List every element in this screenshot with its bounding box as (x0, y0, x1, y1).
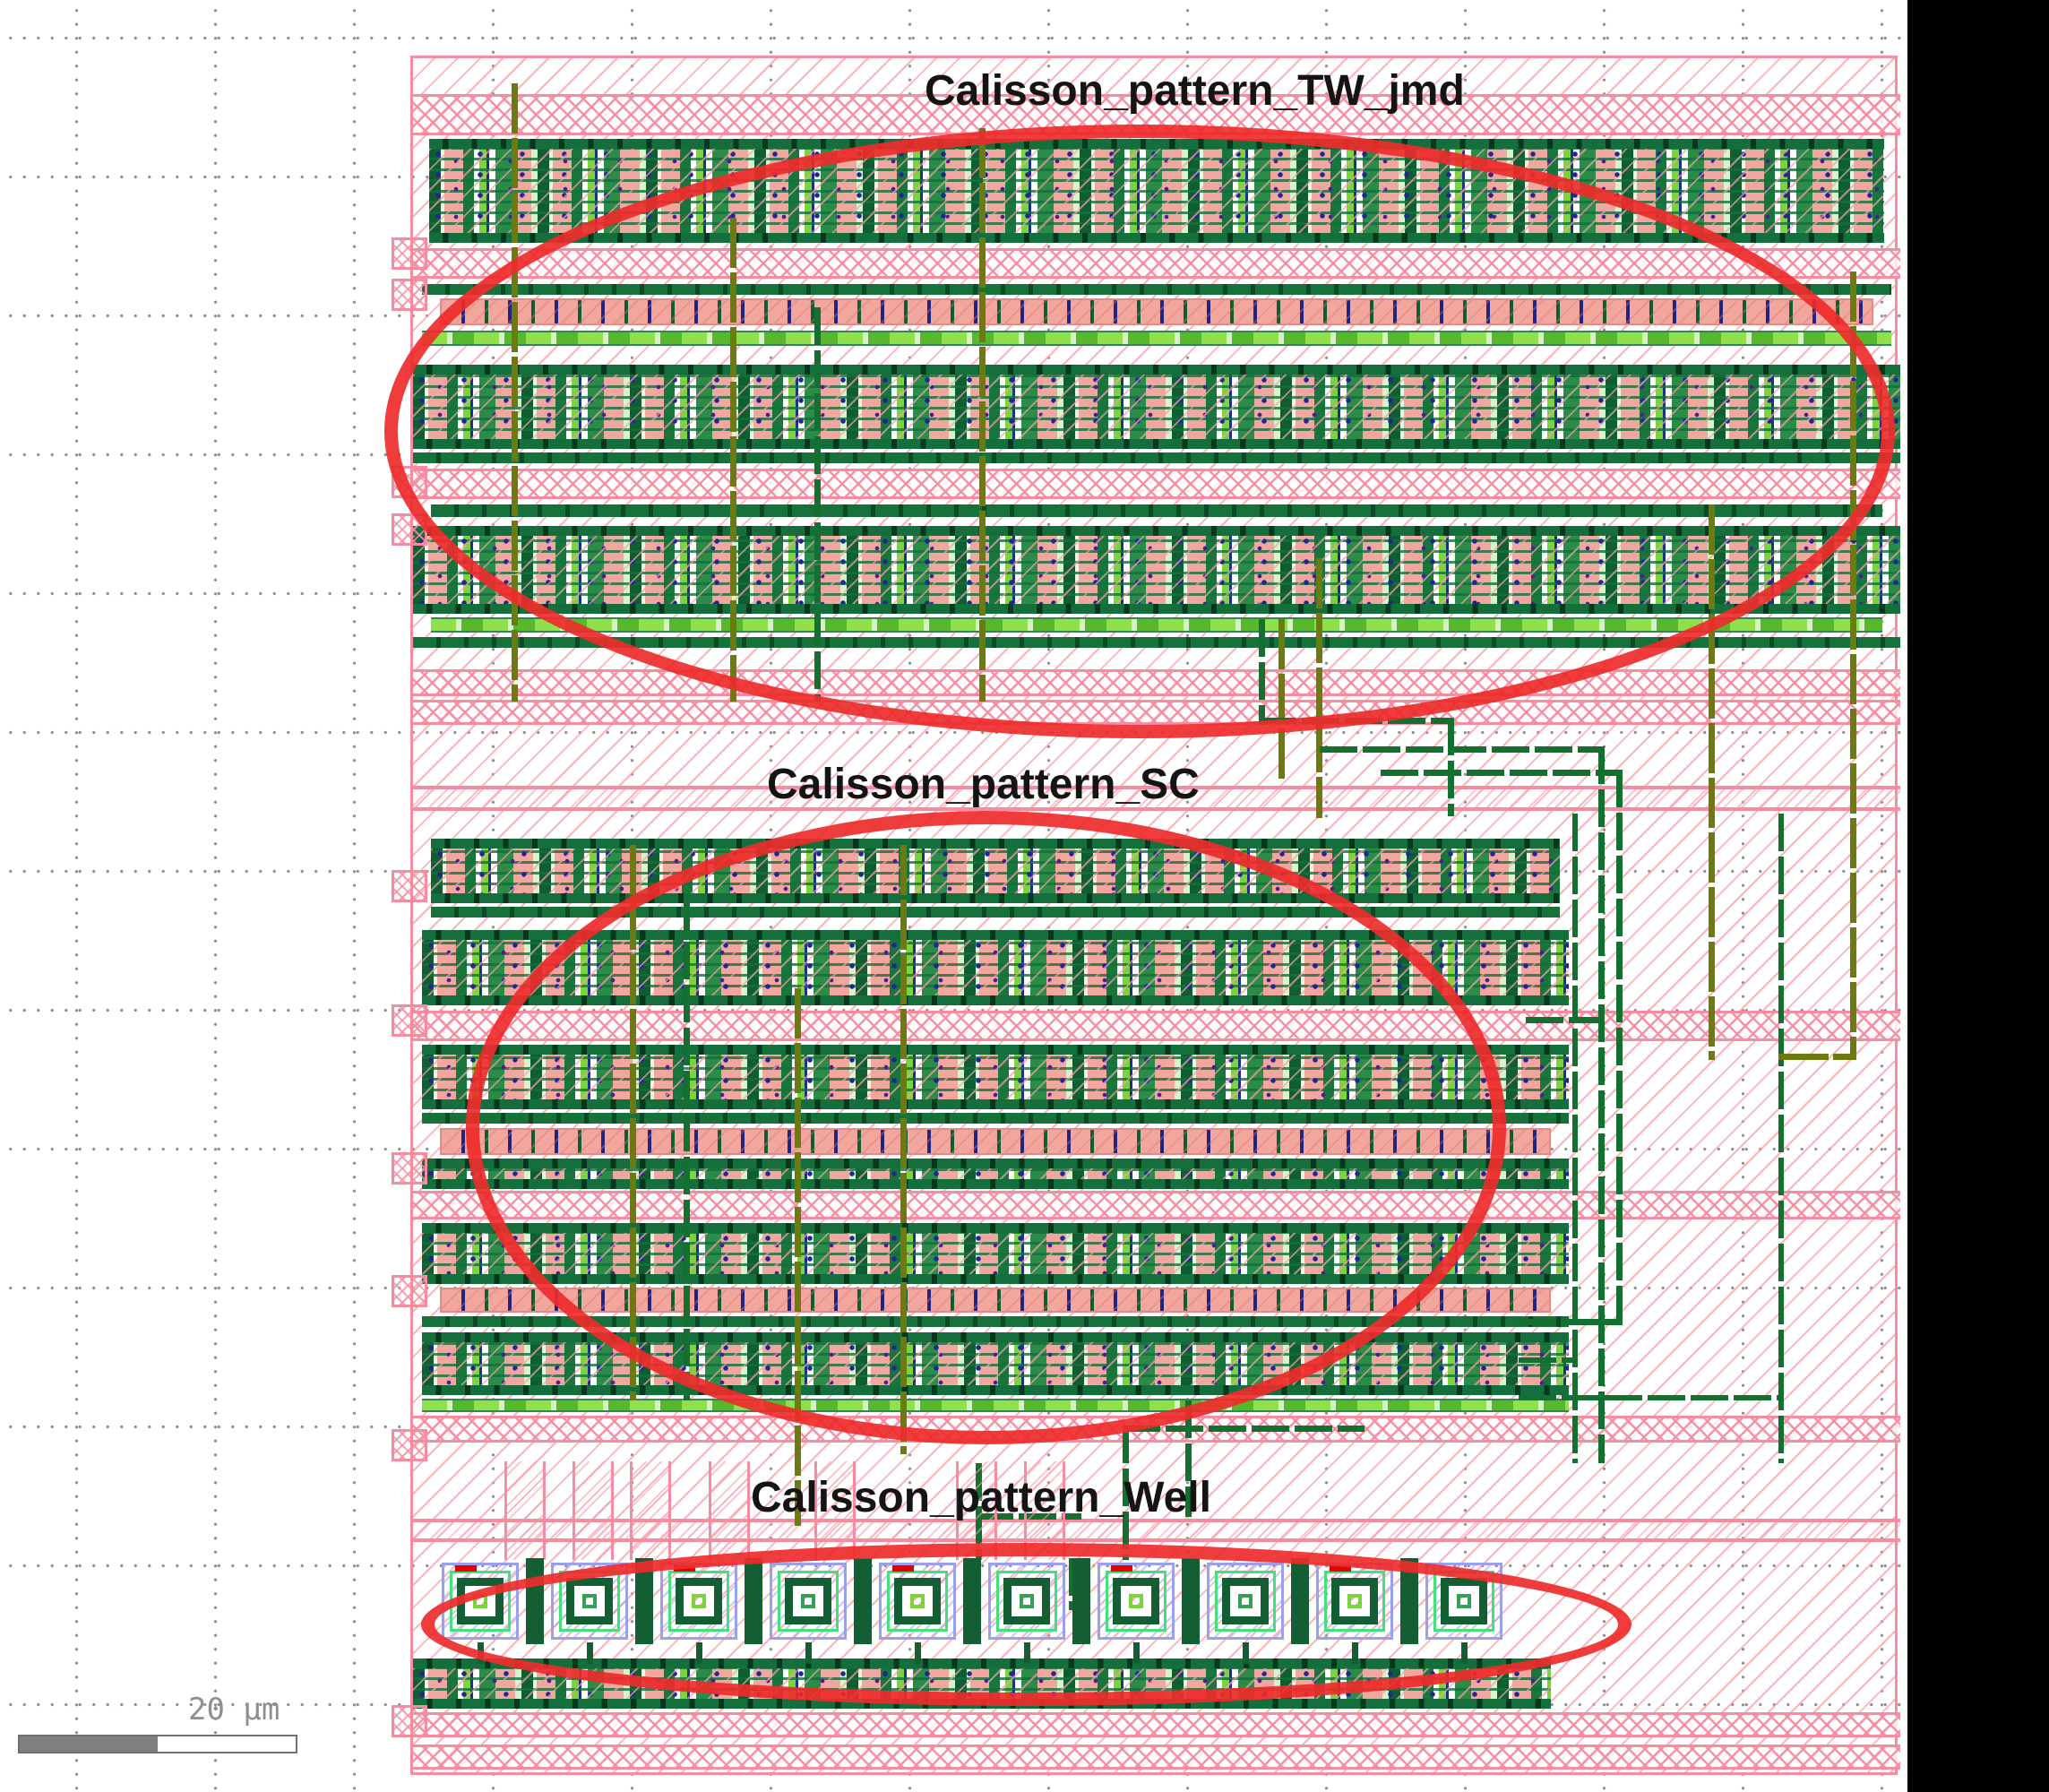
olive-wire-8-0 (1850, 271, 1856, 1060)
olive-wire-8-1 (1778, 1054, 1856, 1060)
scale-bar-fill (20, 1736, 158, 1752)
green-wire-2-2 (1448, 718, 1454, 816)
green-wire-3-0 (1320, 746, 1605, 753)
pin-tab-6 (392, 1152, 427, 1185)
scale-bar-label: 20 µm (188, 1692, 280, 1727)
pin-tab-4 (392, 870, 427, 902)
green-wire-5-0 (1572, 814, 1578, 1463)
green-wire-9-0 (1123, 1426, 1365, 1432)
annotation-label-tw: Calisson_pattern_TW_jmd (925, 67, 1465, 115)
green-wire-6-1 (1519, 1395, 1784, 1400)
pin-tab-9 (392, 1705, 427, 1737)
bot-xband-1 (413, 1712, 1900, 1737)
pink-strip-4 (814, 1461, 856, 1560)
bot-xband-2 (413, 1745, 1900, 1770)
pin-tab-1 (392, 279, 427, 311)
pin-tab-0 (392, 237, 427, 270)
pin-tab-5 (392, 1004, 427, 1037)
well-red-mark (455, 1565, 477, 1572)
annotation-ellipse-sc (466, 811, 1506, 1444)
mid-pinband (413, 786, 1900, 811)
green-wire-20-0 (1185, 1400, 1192, 1517)
green-wire-3-1 (1598, 746, 1605, 1463)
green-wire-3-2 (1526, 1017, 1605, 1023)
green-wire-6-0 (1778, 814, 1784, 1463)
green-wire-4-0 (1381, 770, 1623, 776)
annotation-ellipse-well (421, 1543, 1631, 1706)
green-wire-5-1 (1519, 1357, 1578, 1363)
pink-strip-1 (573, 1461, 614, 1560)
olive-wire-7-0 (1709, 504, 1715, 1060)
green-wire-9-1 (1123, 1426, 1129, 1560)
scale-bar-ruler (18, 1735, 297, 1753)
annotation-label-sc: Calisson_pattern_SC (767, 761, 1200, 808)
green-wire-4-2 (1519, 1319, 1623, 1325)
pink-strip-2 (630, 1461, 671, 1560)
pink-strip-0 (504, 1461, 546, 1560)
pin-tab-7 (392, 1275, 427, 1307)
pink-strip-3 (709, 1461, 750, 1560)
right-black-bar (1907, 0, 2049, 1792)
pin-tab-8 (392, 1429, 427, 1461)
annotation-label-well: Calisson_pattern_Well (751, 1474, 1211, 1521)
green-wire-4-1 (1616, 770, 1623, 1325)
annotation-ellipse-tw (384, 125, 1895, 738)
